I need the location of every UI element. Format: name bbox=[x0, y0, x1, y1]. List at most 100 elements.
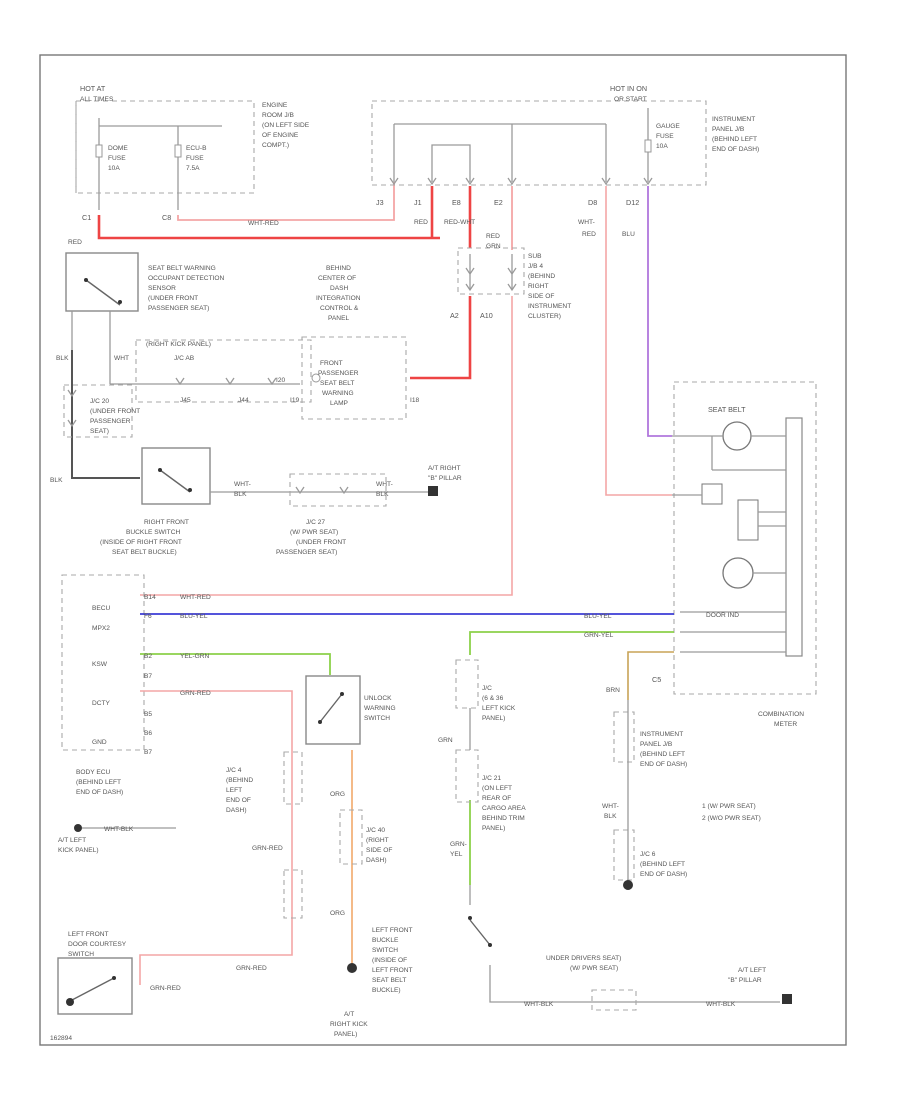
svg-text:FUSE: FUSE bbox=[186, 155, 204, 162]
svg-text:(RIGHT KICK PANEL): (RIGHT KICK PANEL) bbox=[146, 341, 211, 348]
svg-text:LEFT FRONT: LEFT FRONT bbox=[372, 967, 413, 974]
svg-text:BLK: BLK bbox=[604, 813, 617, 820]
svg-text:PASSENGER: PASSENGER bbox=[90, 418, 131, 425]
svg-text:E8: E8 bbox=[452, 198, 461, 207]
gauge-fuse bbox=[644, 139, 652, 153]
svg-text:BLK: BLK bbox=[376, 491, 389, 498]
body-ecu-box bbox=[61, 574, 145, 751]
svg-text:10A: 10A bbox=[108, 165, 120, 172]
svg-text:DASH): DASH) bbox=[366, 857, 387, 864]
svg-text:C5: C5 bbox=[652, 675, 661, 684]
svg-text:INSTRUMENT: INSTRUMENT bbox=[640, 731, 683, 738]
svg-text:MPX2: MPX2 bbox=[92, 625, 110, 632]
svg-text:(INSIDE OF: (INSIDE OF bbox=[372, 957, 407, 964]
svg-text:ROOM J/B: ROOM J/B bbox=[262, 112, 294, 119]
svg-text:END OF DASH): END OF DASH) bbox=[640, 871, 687, 878]
svg-text:A/T RIGHT: A/T RIGHT bbox=[428, 465, 460, 472]
svg-text:ORG: ORG bbox=[330, 791, 345, 798]
svg-text:END OF DASH): END OF DASH) bbox=[640, 761, 687, 768]
svg-text:SEAT BELT: SEAT BELT bbox=[372, 977, 406, 984]
svg-text:INTEGRATION: INTEGRATION bbox=[316, 295, 361, 302]
jc20-box bbox=[63, 384, 133, 438]
svg-text:GAUGE: GAUGE bbox=[656, 123, 680, 130]
svg-text:A2: A2 bbox=[450, 311, 459, 320]
svg-text:WHT: WHT bbox=[114, 355, 129, 362]
svg-text:WARNING: WARNING bbox=[322, 390, 354, 397]
svg-text:LEFT FRONT: LEFT FRONT bbox=[68, 931, 109, 938]
svg-text:PANEL): PANEL) bbox=[482, 825, 505, 832]
wht-red-wire-becu bbox=[140, 296, 513, 596]
svg-text:SEAT BELT: SEAT BELT bbox=[320, 380, 354, 387]
svg-text:WHT-: WHT- bbox=[376, 481, 393, 488]
svg-text:SWITCH: SWITCH bbox=[364, 715, 390, 722]
svg-text:I18: I18 bbox=[410, 397, 419, 404]
ground-left-b-pillar bbox=[782, 994, 792, 1004]
ground-left-kick bbox=[74, 824, 82, 832]
seat-belt-lamp bbox=[722, 421, 752, 451]
svg-text:J1: J1 bbox=[414, 198, 422, 207]
svg-text:RED: RED bbox=[582, 231, 596, 238]
svg-text:C8: C8 bbox=[162, 213, 171, 222]
svg-text:(ON LEFT SIDE: (ON LEFT SIDE bbox=[262, 122, 310, 129]
wht-red-wire-c8 bbox=[177, 182, 395, 221]
svg-text:B2: B2 bbox=[144, 653, 152, 660]
svg-text:LEFT: LEFT bbox=[226, 787, 242, 794]
svg-text:1 (W/ PWR SEAT): 1 (W/ PWR SEAT) bbox=[702, 803, 756, 810]
svg-text:HOT IN ON: HOT IN ON bbox=[610, 84, 647, 93]
svg-text:GRN-RED: GRN-RED bbox=[236, 965, 267, 972]
svg-text:FRONT: FRONT bbox=[320, 360, 343, 367]
engine-room-jb-box bbox=[75, 100, 255, 194]
red-wire-lamp bbox=[410, 296, 472, 380]
svg-text:KSW: KSW bbox=[92, 661, 108, 668]
svg-text:YEL: YEL bbox=[450, 851, 463, 858]
svg-text:PANEL): PANEL) bbox=[334, 1031, 357, 1038]
svg-text:SIDE OF: SIDE OF bbox=[366, 847, 392, 854]
svg-text:SIDE OF: SIDE OF bbox=[528, 293, 554, 300]
svg-text:BLU-YEL: BLU-YEL bbox=[180, 613, 208, 620]
svg-text:D12: D12 bbox=[626, 198, 639, 207]
svg-text:RED-WHT: RED-WHT bbox=[444, 219, 475, 226]
svg-text:INSTRUMENT: INSTRUMENT bbox=[712, 116, 755, 123]
svg-text:GND: GND bbox=[92, 739, 107, 746]
svg-text:BLU-YEL: BLU-YEL bbox=[584, 613, 612, 620]
top-connectors bbox=[389, 177, 653, 186]
svg-text:RED: RED bbox=[486, 233, 500, 240]
blu-wire-meter bbox=[647, 186, 672, 437]
svg-text:2 (W/O PWR SEAT): 2 (W/O PWR SEAT) bbox=[702, 815, 761, 822]
svg-text:METER: METER bbox=[774, 721, 797, 728]
svg-text:DASH: DASH bbox=[330, 285, 349, 292]
svg-text:YEL-GRN: YEL-GRN bbox=[180, 653, 210, 660]
combination-meter-box bbox=[673, 381, 817, 695]
svg-text:WHT-: WHT- bbox=[234, 481, 251, 488]
svg-text:PASSENGER: PASSENGER bbox=[318, 370, 359, 377]
svg-text:ECU-B: ECU-B bbox=[186, 145, 207, 152]
svg-text:REAR OF: REAR OF bbox=[482, 795, 511, 802]
jc6-left-box bbox=[613, 829, 635, 881]
svg-text:(W/ PWR SEAT): (W/ PWR SEAT) bbox=[290, 529, 338, 536]
svg-text:OCCUPANT DETECTION: OCCUPANT DETECTION bbox=[148, 275, 225, 282]
svg-text:"B" PILLAR: "B" PILLAR bbox=[428, 475, 462, 482]
jc-left-kick-box bbox=[283, 869, 303, 919]
svg-text:10A: 10A bbox=[656, 143, 668, 150]
svg-text:SENSOR: SENSOR bbox=[148, 285, 176, 292]
wht-red-wire-meter bbox=[605, 186, 672, 496]
svg-text:WHT-BLK: WHT-BLK bbox=[706, 1001, 736, 1008]
svg-text:162894: 162894 bbox=[50, 1035, 72, 1042]
svg-text:(BEHIND LEFT: (BEHIND LEFT bbox=[640, 861, 685, 868]
svg-text:CONTROL &: CONTROL & bbox=[320, 305, 359, 312]
svg-text:B5: B5 bbox=[144, 711, 152, 718]
svg-text:BEHIND TRIM: BEHIND TRIM bbox=[482, 815, 525, 822]
svg-text:(6 & 36: (6 & 36 bbox=[482, 695, 504, 702]
svg-text:(BEHIND: (BEHIND bbox=[528, 273, 555, 280]
svg-text:RED: RED bbox=[414, 219, 428, 226]
svg-text:GRN-RED: GRN-RED bbox=[150, 985, 181, 992]
sub-jb4-box bbox=[457, 247, 525, 295]
svg-text:A10: A10 bbox=[480, 311, 493, 320]
svg-text:A/T: A/T bbox=[344, 1011, 354, 1018]
svg-text:SEAT BELT WARNING: SEAT BELT WARNING bbox=[148, 265, 216, 272]
svg-text:ALL TIMES: ALL TIMES bbox=[80, 96, 114, 103]
red-wire-c1 bbox=[97, 215, 440, 240]
svg-text:J/C AB: J/C AB bbox=[174, 355, 195, 362]
svg-text:LEFT KICK: LEFT KICK bbox=[482, 705, 516, 712]
